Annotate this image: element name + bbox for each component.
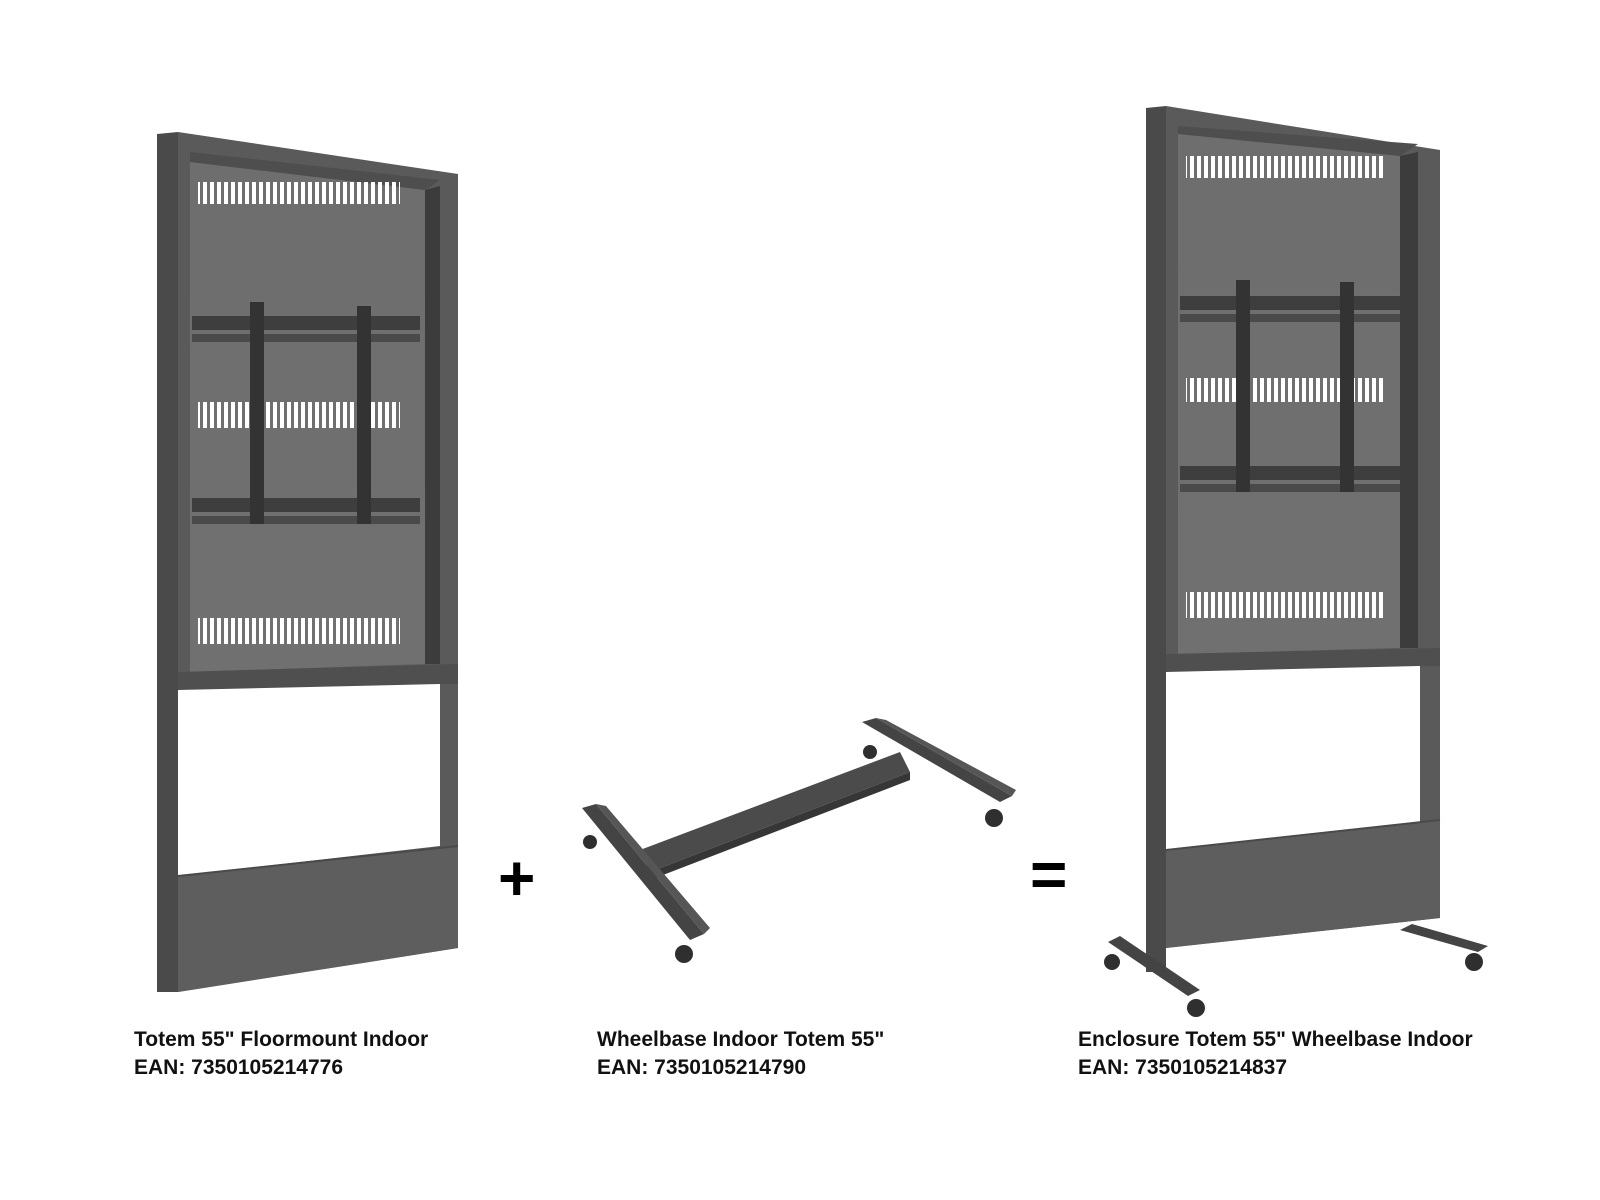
product-name: Wheelbase Indoor Totem 55" <box>597 1028 885 1051</box>
equals-icon: = <box>1030 838 1068 910</box>
plus-icon: + <box>498 842 536 914</box>
product-caption-enclosure: Enclosure Totem 55" Wheelbase Indoor EAN… <box>1078 1026 1473 1082</box>
totem-wheelbase <box>1104 106 1488 1017</box>
product-ean: EAN: 7350105214837 <box>1078 1056 1287 1079</box>
product-caption-wheelbase: Wheelbase Indoor Totem 55" EAN: 73501052… <box>597 1026 884 1082</box>
product-name: Totem 55" Floormount Indoor <box>134 1028 429 1051</box>
totem-floormount <box>157 132 459 992</box>
wheelbase <box>582 718 1016 963</box>
product-ean: EAN: 7350105214776 <box>134 1056 343 1079</box>
product-ean: EAN: 7350105214790 <box>597 1056 806 1079</box>
product-caption-floormount: Totem 55" Floormount Indoor EAN: 7350105… <box>134 1026 428 1082</box>
product-name: Enclosure Totem 55" Wheelbase Indoor <box>1078 1028 1473 1051</box>
